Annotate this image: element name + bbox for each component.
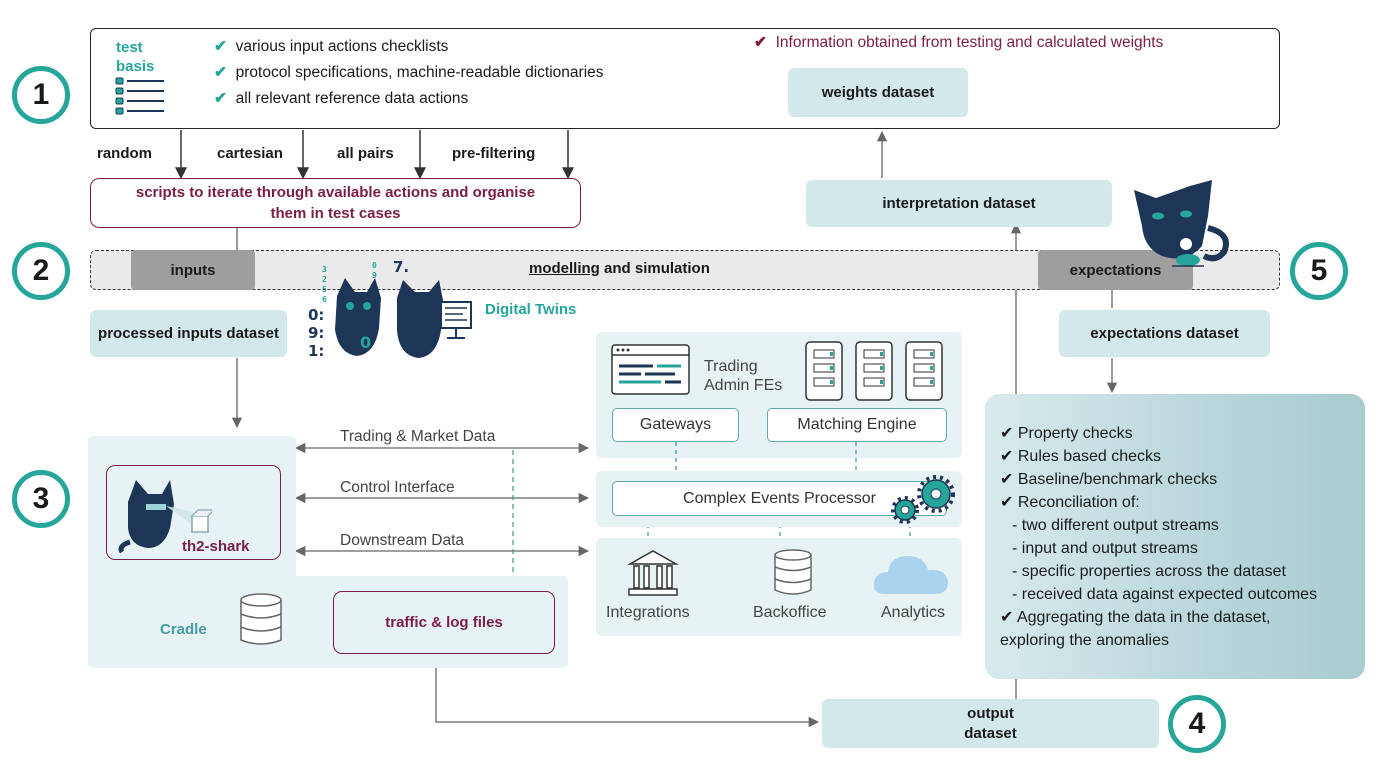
svg-text:0:: 0: [308,306,324,324]
gateways-box: Gateways [612,408,739,442]
inputs-box: inputs [131,250,255,290]
check-subitem: - received data against expected outcome… [1012,586,1318,603]
test-basis-list: ✔ various input actions checklists ✔ pro… [214,34,604,112]
test-basis-title-line1: test [116,39,143,56]
check-subitem: - input and output streams [1012,540,1198,557]
step-5-badge: 5 [1290,242,1348,300]
server-stack-icons [805,341,943,401]
scripts-box: scripts to iterate through available act… [90,178,581,228]
check-item: ✔ Baseline/benchmark checks [1000,471,1218,488]
info-note: ✔ Information obtained from testing and … [754,34,1164,51]
interpretation-dataset-box: interpretation dataset [806,180,1112,227]
gears-icon [891,475,955,524]
svg-text:6: 6 [322,295,327,304]
check-item-continuation: exploring the anomalies [1000,632,1169,649]
trading-admin-label: Trading Admin FEs [704,358,783,394]
method-pre-filtering: pre-filtering [452,145,536,162]
flow-control-label: Control Interface [340,479,455,496]
test-basis-item: ✔ protocol specifications, machine-reada… [214,64,604,81]
flow-trading-market-label: Trading & Market Data [340,428,496,445]
flow-downstream-label: Downstream Data [340,532,465,549]
step-4-badge: 4 [1168,695,1226,753]
digital-twins-label: Digital Twins [485,301,577,318]
list-icon [115,77,164,115]
check-item: ✔ Reconciliation of: [1000,494,1140,511]
check-item: ✔ Property checks [1000,425,1133,442]
cat-with-cube-illustration [118,480,212,554]
cloud-icon [873,556,948,594]
svg-text:5: 5 [322,285,327,294]
weights-dataset-box: weights dataset [788,68,968,117]
svg-text:7.: 7. [393,258,409,276]
bank-icon [627,550,679,596]
method-random: random [97,145,153,162]
svg-text:9:: 9: [308,324,324,342]
cradle-database-icon [240,593,282,645]
svg-text:2: 2 [322,275,327,284]
cat-with-bug-illustration [1134,180,1229,267]
test-basis-item: ✔ various input actions checklists [214,38,449,55]
matching-engine-box: Matching Engine [767,408,947,442]
svg-text:1:: 1: [308,342,324,360]
step-2-badge: 2 [12,242,70,300]
check-item: ✔ Aggregating the data in the dataset, [1000,609,1271,626]
integrations-label: Integrations [606,604,690,621]
svg-text:0: 0 [360,333,371,352]
checks-panel [985,394,1365,679]
test-basis-panel [90,28,1280,129]
step-3-badge: 3 [12,470,70,528]
check-item: ✔ Rules based checks [1000,448,1162,465]
admin-window-icon [611,344,690,395]
modelling-title: modelling and simulation [529,260,710,277]
backoffice-database-icon [774,549,812,595]
th2-shark-label: th2-shark [182,538,250,555]
test-basis-item: ✔ all relevant reference data actions [214,90,469,107]
processed-inputs-dataset-box: processed inputs dataset [90,310,287,357]
test-basis-title-line2: basis [116,58,155,75]
cradle-label: Cradle [160,621,207,638]
arrow-to-output [435,668,820,728]
method-cartesian: cartesian [217,145,283,162]
backoffice-label: Backoffice [753,604,827,621]
checks-list: ✔ Property checks ✔ Rules based checks ✔… [1000,422,1317,652]
test-basis-title: test basis [116,38,154,76]
method-all-pairs: all pairs [337,145,394,162]
svg-text:3: 3 [322,265,327,274]
output-dataset-box: output dataset [822,699,1159,748]
step-1-badge: 1 [12,66,70,124]
check-subitem: - two different output streams [1012,517,1219,534]
expectations-dataset-box: expectations dataset [1059,310,1270,357]
server-icon [805,341,843,401]
analytics-label: Analytics [881,604,946,621]
svg-text:0: 0 [372,261,377,270]
svg-text:9: 9 [372,271,377,280]
traffic-log-files-box: traffic & log files [333,591,555,654]
check-subitem: - specific properties across the dataset [1012,563,1286,580]
